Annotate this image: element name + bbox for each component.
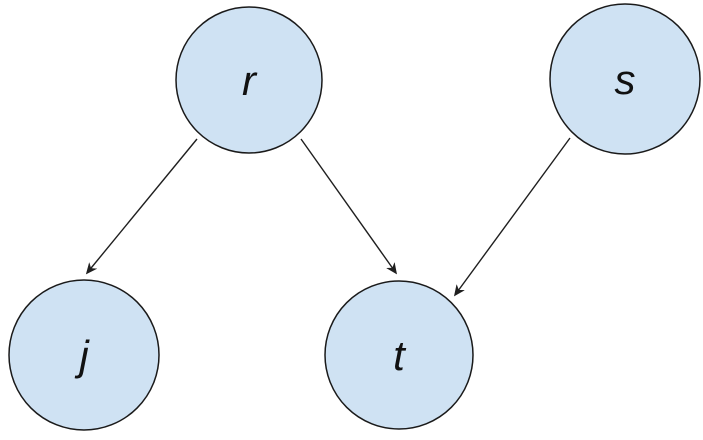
node-circle-r [175,6,323,154]
node-r: r [175,6,323,154]
node-circle-s [549,3,701,155]
edge-s-to-t [455,137,571,295]
node-label-r: r [242,57,258,104]
node-label-t: t [393,332,407,379]
node-j: j [8,279,160,431]
node-label-s: s [615,56,636,103]
edge-r-to-t [300,138,396,273]
node-s: s [549,3,701,155]
node-circle-t [324,280,474,430]
node-t: t [324,280,474,430]
node-circle-j [8,279,160,431]
edge-r-to-j [87,138,198,273]
